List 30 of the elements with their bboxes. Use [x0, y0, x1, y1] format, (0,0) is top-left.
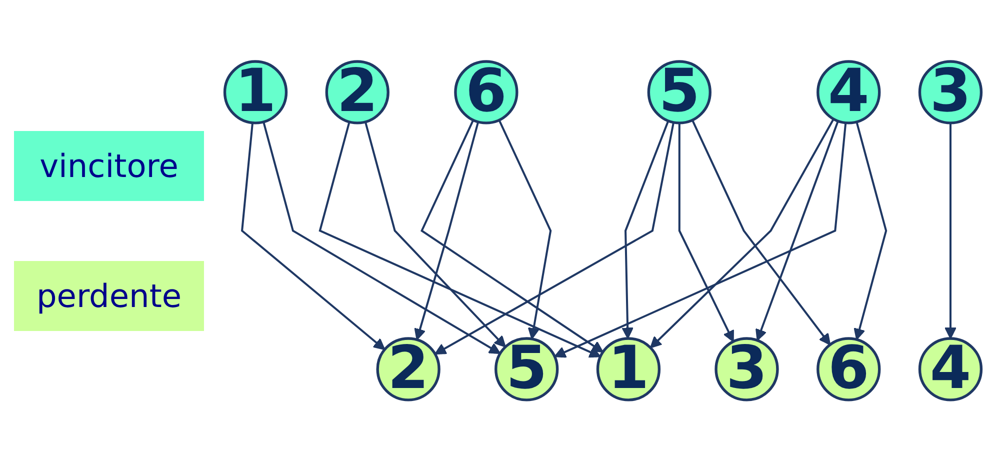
circle-node: 5 — [494, 334, 559, 404]
arrow — [944, 123, 956, 340]
circle-node: 2 — [325, 57, 390, 126]
circle-node: 1 — [223, 57, 288, 126]
arrow — [650, 118, 834, 349]
circle-node: 3 — [918, 57, 983, 126]
arrow — [854, 122, 888, 340]
circle-node: 6 — [454, 57, 518, 126]
arrow — [240, 123, 386, 350]
circle-node: 6 — [816, 334, 881, 404]
arrow — [498, 120, 552, 340]
arrow — [364, 122, 506, 348]
circle-node: 5 — [647, 57, 712, 126]
arrow — [678, 123, 734, 342]
arrow — [554, 123, 847, 358]
circle-node: 3 — [714, 334, 779, 404]
arrow — [318, 122, 601, 358]
legend-label: perdente — [36, 277, 182, 315]
arrow — [414, 122, 480, 341]
arrow — [622, 120, 670, 340]
arrow — [434, 122, 675, 355]
circle-node: 2 — [376, 334, 440, 404]
circle-node: 1 — [596, 334, 661, 404]
arrow — [691, 120, 831, 346]
circle-node: 4 — [918, 334, 983, 404]
circle-node: 4 — [816, 57, 881, 126]
arrow — [262, 122, 501, 354]
arrow — [755, 121, 839, 342]
legend-label: vincitore — [40, 147, 178, 185]
arrow — [420, 120, 604, 353]
